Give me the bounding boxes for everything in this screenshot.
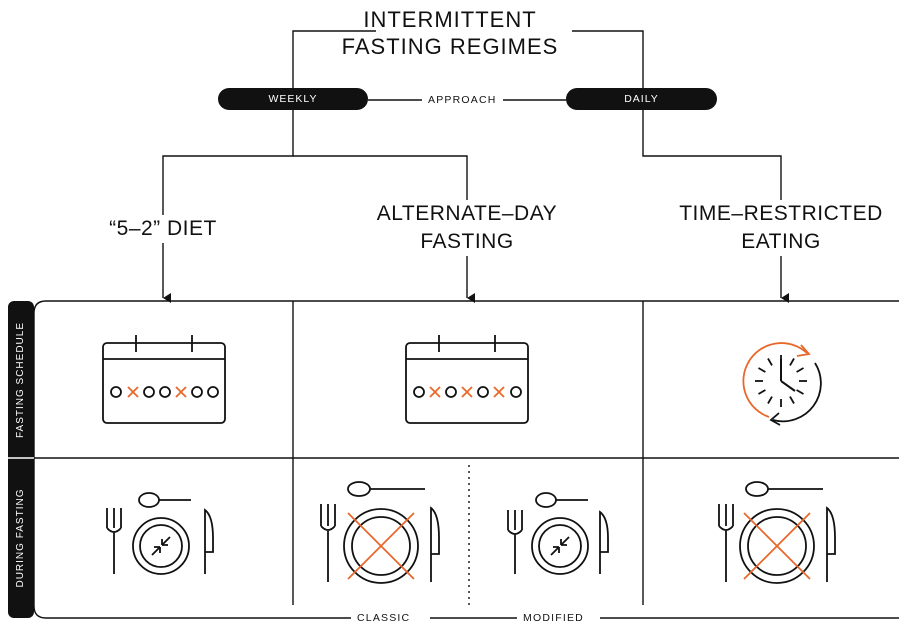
row-label-during-fasting: DURING FASTING <box>15 488 26 588</box>
daily-pill: DAILY <box>566 88 717 110</box>
calendar-icon <box>405 335 529 424</box>
row-label-fasting-schedule: FASTING SCHEDULE <box>15 321 26 439</box>
regime-52-diet: “5–2” DIET <box>63 215 263 243</box>
title-left-connector <box>292 30 376 100</box>
plate-reduced-intake-icon <box>106 492 214 575</box>
arrow-to-52-diet <box>162 110 294 303</box>
regime-alternate-day: ALTERNATE–DAY FASTING <box>362 200 572 256</box>
clock-icon <box>742 342 822 426</box>
plate-no-food-icon <box>320 481 440 584</box>
plate-reduced-intake-icon <box>507 492 609 575</box>
plate-no-food-icon <box>718 481 836 584</box>
weekly-pill: WEEKLY <box>218 88 368 110</box>
regime-tre-line-1: TIME–RESTRICTED <box>679 202 883 225</box>
title-right-connector <box>572 30 644 100</box>
regime-adf-line-2: FASTING <box>420 230 514 253</box>
regime-52-line-1: “5–2” DIET <box>109 217 217 240</box>
diagram-title: INTERMITTENT FASTING REGIMES <box>330 6 570 60</box>
table-frame <box>33 300 899 619</box>
variant-classic: CLASSIC <box>351 611 417 625</box>
title-line-1: INTERMITTENT <box>363 7 537 32</box>
row-header-band <box>8 301 34 618</box>
regime-adf-line-1: ALTERNATE–DAY <box>376 202 558 225</box>
title-line-2: FASTING REGIMES <box>341 34 559 59</box>
regime-tre-line-2: EATING <box>741 230 821 253</box>
variant-modified: MODIFIED <box>517 611 590 625</box>
regime-time-restricted: TIME–RESTRICTED EATING <box>671 200 891 256</box>
approach-label: APPROACH <box>422 93 503 107</box>
calendar-icon <box>102 335 226 424</box>
